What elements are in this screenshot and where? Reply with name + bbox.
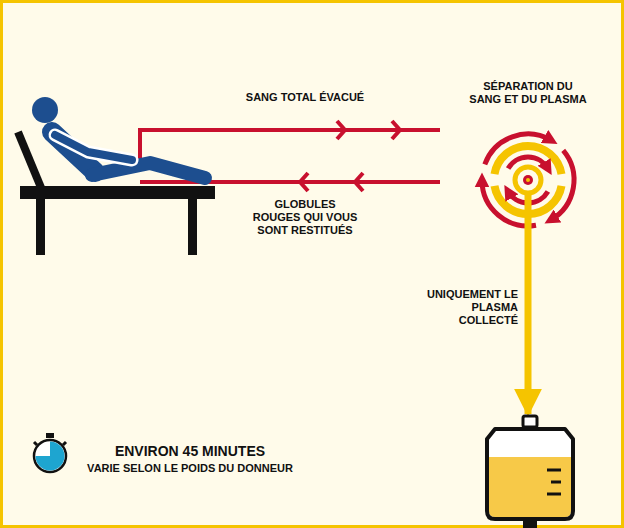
duration-note: ENVIRON 45 MINUTES (80, 443, 300, 460)
chair-leg (36, 199, 45, 255)
donor-figure (32, 97, 205, 178)
graduation-mark (547, 493, 561, 496)
red-core (523, 175, 533, 185)
timer-elapsed (36, 442, 65, 471)
connector-label: GLOBULES ROUGES QUI VOUS SONT RESTITUÉS (250, 198, 360, 237)
donor-arm (55, 135, 132, 160)
bag-outline (487, 429, 573, 519)
duration-detail: VARIE SELON LE POIDS DU DONNEUR (70, 462, 310, 475)
node-heading: SÉPARATION DU SANG ET DU PLASMA (468, 80, 588, 106)
plasma-bag (475, 415, 585, 528)
yellow-core-ring (515, 167, 541, 193)
flow-connector (140, 121, 440, 165)
recliner-chair (18, 132, 215, 255)
chair-seat (20, 186, 215, 199)
chair-leg (188, 199, 197, 255)
chair-back (18, 132, 42, 190)
centrifuge-rings (482, 134, 574, 235)
connector-label: SANG TOTAL ÉVACUÉ (235, 91, 375, 104)
graduation-mark (551, 481, 561, 484)
core-dot (526, 178, 530, 182)
donor-head (32, 97, 58, 123)
connector-label: UNIQUEMENT LE PLASMA COLLECTÉ (418, 288, 518, 327)
plasma-stem (525, 193, 532, 235)
graduation-mark (547, 469, 561, 472)
plasma-bag (487, 416, 573, 528)
timer-button (63, 442, 66, 445)
donor-arm-outline (55, 135, 132, 160)
donor-station (15, 96, 140, 256)
separation-centrifuge: SÉPARATION DU SANG ET DU PLASMA (440, 80, 616, 235)
timer-face (34, 440, 66, 472)
donor-legs (92, 163, 205, 178)
yellow-ring (495, 146, 562, 174)
timer-crown (46, 433, 54, 438)
flow-connector (525, 235, 532, 414)
timer-icon (34, 433, 66, 472)
timer-button (34, 442, 37, 445)
plasma-level (489, 457, 571, 517)
bag-body-fill (487, 429, 573, 519)
bag-hanger (523, 416, 537, 427)
bag-port (523, 519, 537, 528)
